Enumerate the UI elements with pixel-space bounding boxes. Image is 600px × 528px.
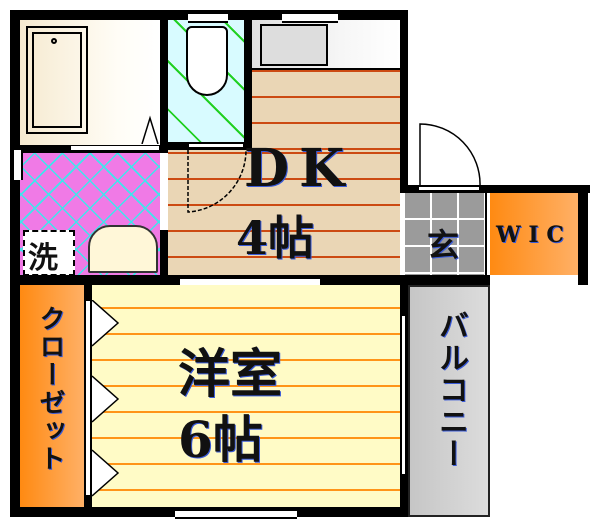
genkan-label: 玄 bbox=[427, 226, 460, 264]
wall-genkan-top bbox=[400, 185, 590, 193]
bath-door-opening bbox=[70, 145, 160, 151]
laundry-window[interactable] bbox=[12, 150, 23, 180]
sink-icon bbox=[260, 24, 328, 66]
toilet-room bbox=[168, 20, 244, 142]
wall-wic-right bbox=[578, 185, 588, 285]
toilet-icon bbox=[186, 26, 228, 96]
laundry-label: 洗 bbox=[28, 241, 58, 276]
yoshitsu-window[interactable] bbox=[175, 509, 297, 519]
closet bbox=[20, 285, 84, 507]
laundry-room: 洗 bbox=[20, 153, 160, 276]
walk-in-closet bbox=[490, 193, 578, 275]
yoshitsu-room-name: 洋室 bbox=[178, 344, 283, 405]
dk-room-name: DK bbox=[244, 138, 355, 199]
bathroom bbox=[20, 20, 160, 145]
room-dk bbox=[252, 70, 400, 150]
toilet-door-opening bbox=[188, 143, 244, 148]
bath-door-icon bbox=[141, 115, 159, 144]
outer-wall-right-upper bbox=[400, 10, 408, 190]
dk-door-swing-icon bbox=[187, 150, 247, 213]
outer-wall-left bbox=[10, 10, 20, 517]
kitchen-window[interactable] bbox=[282, 12, 338, 23]
closet-label: クローゼット bbox=[35, 305, 65, 473]
room-dk-lower bbox=[168, 150, 400, 275]
yoshitsu-door-icons bbox=[92, 300, 120, 497]
balcony-window[interactable] bbox=[401, 315, 406, 475]
washbasin-icon bbox=[88, 225, 158, 273]
balcony-label: バルコニー bbox=[433, 310, 468, 470]
toilet-window[interactable] bbox=[188, 12, 228, 23]
room-yoshitsu bbox=[92, 285, 400, 507]
wall-laundry-dk bbox=[160, 230, 168, 280]
closet-door-track[interactable] bbox=[85, 300, 91, 496]
yoshitsu-room-size: 6帖 bbox=[178, 410, 263, 469]
wall-toilet-kitchen bbox=[244, 20, 252, 150]
wall-bath-toilet bbox=[160, 20, 168, 152]
balcony bbox=[408, 285, 490, 517]
entrance-door[interactable] bbox=[418, 186, 480, 191]
dk-room-size: 4帖 bbox=[236, 211, 315, 265]
wall-kitchen-bottom bbox=[252, 68, 400, 70]
kitchen-counter bbox=[252, 20, 400, 70]
wall-genkan-wic bbox=[485, 193, 490, 275]
bathtub-icon bbox=[26, 26, 88, 134]
entrance-door-swing-icon bbox=[419, 123, 481, 188]
wic-label: W I C bbox=[496, 222, 564, 248]
genkan bbox=[405, 193, 485, 275]
